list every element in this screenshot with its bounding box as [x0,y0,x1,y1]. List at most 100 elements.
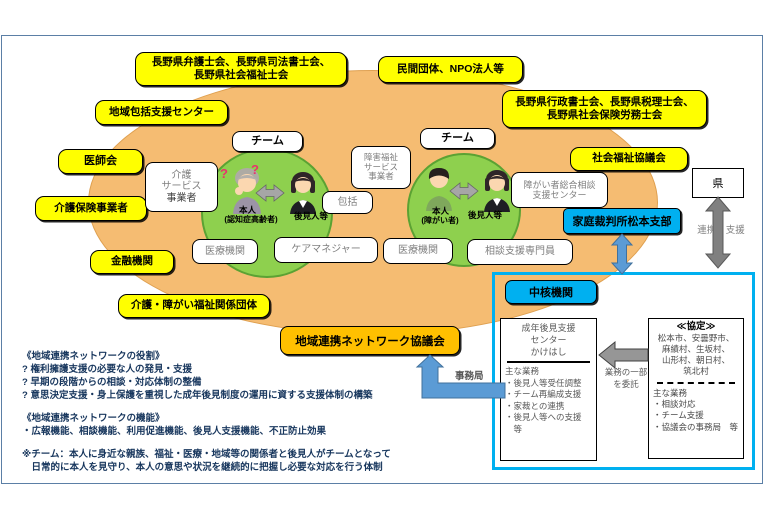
notes-team-line1: ※チーム：本人に身近な親族、福祉・医療・地域等の関係者と後見人がチームとなって [22,449,391,460]
person-elderly-honnin [228,166,266,214]
box-chukaku-label-text: 中核機関 [529,287,573,299]
kaigo-service-line3: 事業者 [166,192,197,204]
box-hokatsu-label: 包括 [337,196,358,208]
kakehashi-duty: 等 [505,423,523,434]
label-right-kokennin: 後見人等 [462,210,508,220]
kyotei-divider [657,381,735,384]
shogai-service-line3: 事業者 [368,171,394,182]
kyotei-municipality: 麻績村、生坂村、 [661,344,730,355]
label-itaku-line1: 業務の一部 [604,367,648,377]
notes-role-item: ? 権利擁護支援の必要な人の発見・支援 [22,364,192,375]
label-left-kokennin: 後見人等 [288,211,334,221]
person-guardian-right [480,168,514,212]
team-label-left-text: チーム [251,135,284,148]
shogai-sodan-line2: 支援センター [532,190,587,200]
box-shogai-sodan-center: 障がい者総合相談 支援センター [511,172,608,208]
box-kaigo-hoken-label: 介護保険事業者 [54,201,128,214]
shogai-service-line2: サービス [363,161,398,172]
notes-roles: 《地域連携ネットワークの役割》 ? 権利擁護支援の必要な人の発見・支援 ? 早期… [22,350,372,402]
kyotei-municipality: 山形村、朝日村、 [661,355,730,366]
kakehashi-duty: ・家裁との連携 [505,400,565,411]
question-mark-icon: ? [220,166,228,181]
box-prefecture: 県 [692,168,744,198]
kyotei-duty: ・相談対応 [653,399,696,409]
box-ishikai: 医師会 [58,149,143,174]
label-left-kokennin-text: 後見人等 [293,211,328,221]
label-itaku: 業務の一部 を委託 [598,367,654,391]
box-iryo-right-label: 医療機関 [398,245,438,257]
box-family-court: 家庭裁判所松本支部 [563,208,681,234]
label-left-honnin-line2: (認知症高齢者) [224,215,278,224]
box-network-council-label: 地域連携ネットワーク協議会 [295,335,445,348]
notes-role-item: ? 早期の段階からの相談・対応体制の整備 [22,377,202,388]
kakehashi-duty: ・後見人等受任調整 [505,377,582,388]
label-right-kokennin-text: 後見人等 [467,210,502,220]
label-right-honnin-line1: 本人 [431,206,449,216]
kakehashi-line3: かけはし [530,347,567,358]
question-mark-icon: ? [251,162,259,177]
notes-function-item: ・広報機能、相談機能、利用促進機能、後見人支援機能、不正防止効果 [22,426,327,437]
box-kaigo-service: 介護 サービス 事業者 [145,162,218,212]
notes-functions-header: 《地域連携ネットワークの機能》 [22,413,165,424]
box-sodan-senmonin-label: 相談支援専門員 [485,246,555,258]
kakehashi-duties-header: 主な業務 [505,366,540,377]
kyotei-duties-header: 主な業務 [653,387,688,398]
notes-functions: 《地域連携ネットワークの機能》 ・広報機能、相談機能、利用促進機能、後見人支援機… [22,412,326,438]
box-shakyo: 社会福祉協議会 [570,147,688,171]
box-chiiki-hokatsu-center: 地域包括支援センター [95,100,228,125]
box-ishikai-label: 医師会 [84,154,117,167]
box-chukaku-label: 中核機関 [505,280,597,304]
kakehashi-duty: ・後見人等への支援 [505,412,582,423]
kakehashi-line2: センター [530,335,567,346]
shogai-service-line1: 障害福祉 [363,151,398,162]
label-left-honnin-line1: 本人 [238,205,256,215]
box-care-manager-label: ケアマネジャー [291,244,361,256]
person-guardian-left [286,170,320,214]
box-kakehashi: 成年後見支援 センター かけはし 主な業務 ・後見人等受任調整 ・チーム再編成支… [500,318,597,461]
box-gyosei-line1: 長野県行政書士会、長野県税理士会、 [515,95,694,108]
label-renkei-shien: 連携・支援 [686,222,756,236]
box-shogai-service: 障害福祉 サービス 事業者 [351,146,411,189]
label-right-honnin: 本人 [418,206,463,216]
box-iryo-right: 医療機関 [383,238,453,264]
box-network-council: 地域連携ネットワーク協議会 [280,326,460,355]
kyotei-municipality: 松本市、安曇野市、 [657,333,735,344]
team-label-left: チーム [232,131,303,152]
box-family-court-label: 家庭裁判所松本支部 [572,216,672,228]
kyotei-title: ≪協定≫ [676,321,716,332]
box-kinyu: 金融機関 [90,250,174,274]
box-kyotei: ≪協定≫ 松本市、安曇野市、 麻績村、生坂村、 山形村、朝日村、 筑北村 主な業… [648,318,744,459]
notes-role-item: ? 意思決定支援・身上保護を重視した成年後見制度の運用に資する支援体制の構築 [22,390,373,401]
label-jimukyoku-text: 事務局 [455,371,484,382]
box-gyosei-line2: 長野県社会保険労務士会 [546,109,663,121]
box-iryo-left-label: 医療機関 [205,245,245,257]
label-left-honnin-sub: (認知症高齢者) [207,215,295,225]
kakehashi-divider [506,361,591,364]
notes-team: ※チーム：本人に身近な親族、福祉・医療・地域等の関係者と後見人がチームとなって … [22,448,391,474]
box-kaigo-shogai-dantai-label: 介護・障がい福祉関係団体 [131,299,257,312]
label-renkei-shien-text: 連携・支援 [697,225,745,236]
box-hokatsu: 包括 [322,191,373,214]
box-chiiki-hokatsu-center-label: 地域包括支援センター [109,105,214,118]
kyotei-municipality: 筑北村 [683,366,709,377]
box-kaigo-shogai-dantai: 介護・障がい福祉関係団体 [118,294,270,318]
label-jimukyoku: 事務局 [455,368,497,382]
person-honnin-right [422,165,456,211]
shogai-sodan-line1: 障がい者総合相談 [523,179,596,190]
box-bar-associations-line1: 長野県弁護士会、長野県司法書士会、 [151,55,331,68]
box-gyosei-associations: 長野県行政書士会、長野県税理士会、 長野県社会保険労務士会 [502,90,707,128]
kakehashi-duty: ・チーム再編成支援 [505,389,582,400]
box-sodan-senmonin: 相談支援専門員 [467,239,573,265]
kyotei-duty: ・チーム支援 [653,410,704,421]
team-label-right: チーム [420,128,495,149]
box-kinyu-label: 金融機関 [111,255,153,268]
kaigo-service-line2: サービス [161,181,202,193]
box-npo: 民間団体、NPO法人等 [378,56,523,83]
kakehashi-line1: 成年後見支援 [521,323,576,333]
kyotei-duty: ・協議会の事務局 等 [653,421,739,432]
label-itaku-line2: を委託 [613,378,639,389]
team-label-right-text: チーム [441,132,474,145]
box-care-manager: ケアマネジャー [274,237,378,263]
notes-roles-header: 《地域連携ネットワークの役割》 [22,351,165,362]
label-right-honnin-line2: (障がい者) [421,216,459,225]
